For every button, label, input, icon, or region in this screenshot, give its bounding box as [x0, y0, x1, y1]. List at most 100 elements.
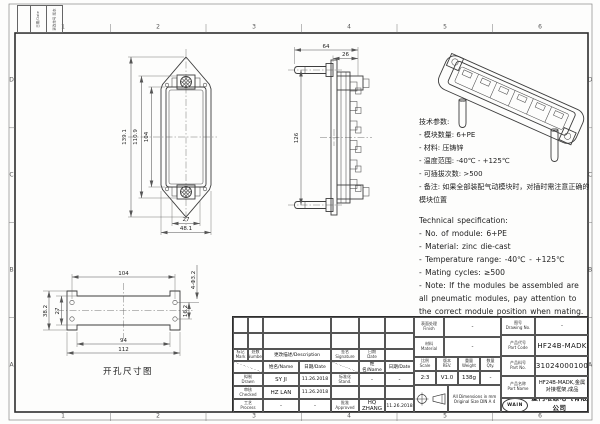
notes-en-line: - Temperature range: -40℃ - +125℃	[419, 255, 565, 264]
rev-empty-cell	[263, 333, 331, 349]
subheader-name-2: 姓名/Name	[359, 361, 385, 373]
notes-chinese: 技术参数: - 模块数量: 6+PE - 材料: 压铸锌 - 温度范围: -40…	[419, 116, 591, 207]
rev-empty-cell	[385, 317, 414, 333]
cutout-dim-16: 16.2	[182, 304, 189, 317]
rev-empty-cell	[359, 317, 385, 333]
notes-cn-line: - 备注: 如果全部装配气动模块时，对插时需注意正确的模块位置	[419, 183, 590, 204]
revision-strip-rev-cell: 更改单号 版本	[46, 6, 64, 32]
notes-en-line: - Mating cycles: ≥500	[419, 268, 505, 277]
diagonal-cell	[331, 361, 359, 373]
cutout-dim-112: 112	[118, 346, 129, 353]
zone-row-b-left: B	[9, 266, 14, 274]
cutout-view-linework	[43, 265, 199, 356]
diagonal-cell	[233, 361, 263, 373]
cutout-dim-27: 27	[55, 307, 61, 314]
zone-col-1-top: 1	[61, 23, 65, 31]
company-name-cn: 厦门唯恩电气有限公司	[532, 399, 588, 412]
process-date: -	[299, 399, 331, 413]
rev-empty-cell	[233, 333, 248, 349]
notes-en-line: - No. of module: 6+PE	[419, 229, 507, 238]
revision-strip-date-cell: 日期/Date	[30, 6, 46, 32]
rev-empty-cell	[248, 333, 263, 349]
rev-empty-cell	[233, 317, 248, 333]
subheader-date-2: 日期/Date	[385, 361, 414, 373]
front-dim-27: 27	[182, 217, 190, 223]
zone-row-d-right: D	[587, 76, 593, 84]
notes-en-line: - Material: zinc die-cast	[419, 242, 511, 251]
checked-name: HZ LAN	[263, 386, 299, 399]
zone-row-b-right: B	[587, 266, 593, 274]
zone-col-5-bottom: 5	[443, 412, 447, 420]
part-no-value: 1310240001004	[535, 356, 589, 376]
standardization-date: -	[385, 373, 414, 386]
cutout-dim-38: 38.2	[42, 304, 49, 317]
notes-cn-line: - 材料: 压铸锌	[419, 144, 464, 152]
subheader-name: 姓名/Name	[263, 361, 299, 373]
zone-col-6-bottom: 6	[538, 412, 542, 420]
notes-en-title: Technical specification:	[419, 216, 508, 225]
notes-english: Technical specification: - No. of module…	[419, 214, 591, 318]
scale-value: 2:3	[414, 371, 436, 385]
revision-strip: 日期/Date 更改单号 版本	[17, 5, 63, 33]
notes-en-line: - Note: If the modules be assembled are …	[419, 281, 584, 316]
approved-name: HQ ZHANG	[359, 399, 385, 413]
company-cell: WAIN 厦门唯恩电气有限公司 XIAMEN WAIN ELECTRICAL C…	[501, 398, 589, 413]
zone-col-4-bottom: 4	[347, 412, 351, 420]
first-angle-symbol-icon	[415, 392, 429, 406]
front-dim-104: 104	[143, 131, 150, 143]
rev-empty-cell	[263, 317, 331, 333]
finish-value: -	[444, 317, 501, 337]
cutout-dim-104: 104	[118, 270, 129, 277]
rev-value: V1.0	[436, 371, 458, 385]
zone-col-2-top: 2	[156, 23, 160, 31]
side-view-linework	[288, 47, 372, 216]
drawn-name: SY JI	[263, 373, 299, 386]
empty-cell	[359, 386, 385, 399]
notes-cn-line: - 温度范围: -40℃ - +125℃	[419, 157, 510, 165]
zone-row-a-right: A	[587, 361, 593, 369]
zone-col-3-top: 3	[252, 23, 256, 31]
company-name-en: XIAMEN WAIN ELECTRICAL CO.,LTD	[532, 412, 586, 413]
rev-empty-cell	[331, 317, 359, 333]
notes-cn-line: - 可插拔次数: >500	[419, 170, 483, 178]
drawing-no-value: -	[535, 317, 589, 335]
material-value: -	[444, 337, 501, 357]
front-dim-48: 48.1	[179, 226, 193, 232]
zone-col-1-bottom: 1	[61, 412, 65, 420]
drawn-date: 11.26.2018	[299, 373, 331, 386]
company-name: 厦门唯恩电气有限公司 XIAMEN WAIN ELECTRICAL CO.,LT…	[531, 399, 588, 413]
zone-row-c-right: C	[587, 171, 593, 179]
cutout-dim-holes: 4-Φ3.2	[190, 270, 197, 290]
rev-header-description: 更改描述/Description	[263, 349, 331, 361]
subheader-date: 日期/Date	[299, 361, 331, 373]
standardization-name: -	[359, 373, 385, 386]
front-dim-139: 139.1	[122, 129, 128, 145]
rev-empty-cell	[248, 317, 263, 333]
zone-col-4-top: 4	[347, 23, 351, 31]
zone-col-2-bottom: 2	[156, 412, 160, 420]
zone-col-3-bottom: 3	[252, 412, 256, 420]
projection-symbols-cell	[414, 385, 448, 413]
side-dim-64: 64	[322, 43, 330, 50]
front-view-linework	[128, 49, 217, 235]
notes-cn-line: - 模块数量: 6+PE	[419, 131, 476, 139]
cutout-dim-94: 94	[120, 337, 127, 344]
empty-cell	[331, 386, 359, 399]
projection-cone-icon	[432, 393, 446, 405]
